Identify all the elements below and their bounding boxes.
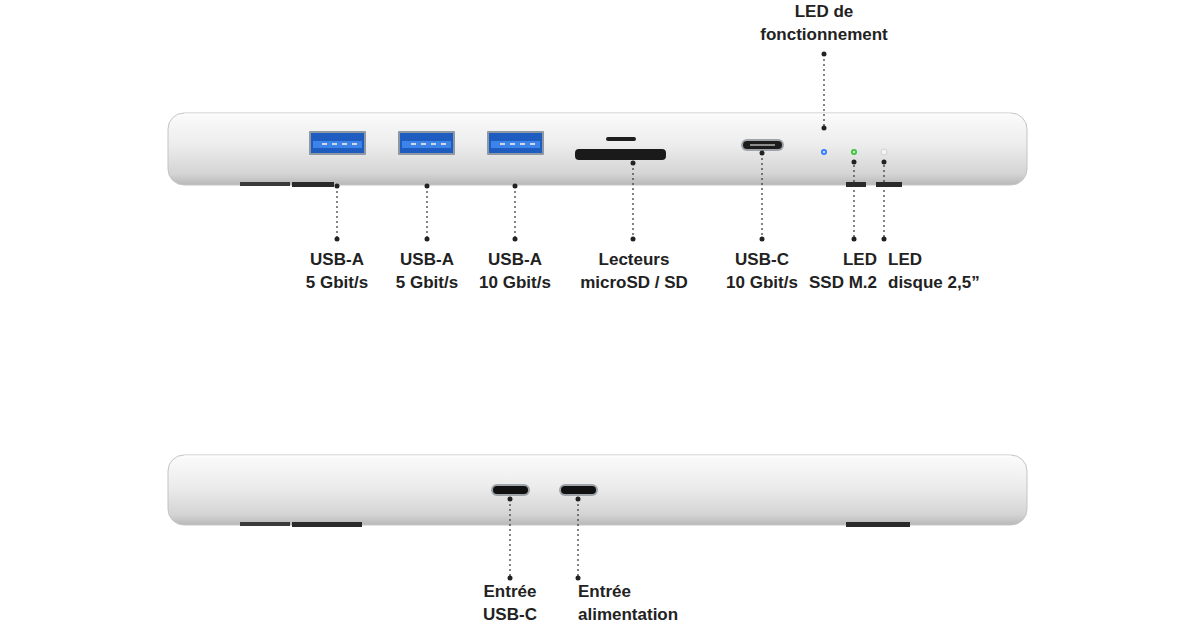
port-label: USB-A 10 Gbit/s (478, 248, 553, 294)
usb-a-port (487, 131, 544, 155)
port-label: USB-C 10 Gbit/s (725, 248, 800, 294)
port-label: Entrée alimentation (578, 580, 684, 626)
port-label: USB-A 5 Gbit/s (305, 248, 370, 294)
usb-c-port (741, 139, 784, 151)
port-label: Entrée USB-C (473, 580, 548, 626)
port-label: LED de fonctionnement (758, 0, 890, 46)
usb-c-port (559, 484, 598, 496)
port-label: USB-A 5 Gbit/s (395, 248, 460, 294)
port-label: LED SSD M.2 (806, 248, 877, 294)
usb-a-port (398, 131, 455, 155)
status-leds (821, 149, 887, 155)
card-reader-slots (575, 137, 666, 160)
hub-front-face (168, 113, 1027, 187)
usb-c-port (491, 484, 530, 496)
leader-dots (335, 52, 887, 581)
port-label: LED disque 2,5” (888, 248, 981, 294)
hub-back-face (168, 455, 1027, 527)
leader-lines (337, 54, 884, 578)
port-label: Lecteurs microSD / SD (578, 248, 690, 294)
usb-a-port (309, 131, 366, 155)
